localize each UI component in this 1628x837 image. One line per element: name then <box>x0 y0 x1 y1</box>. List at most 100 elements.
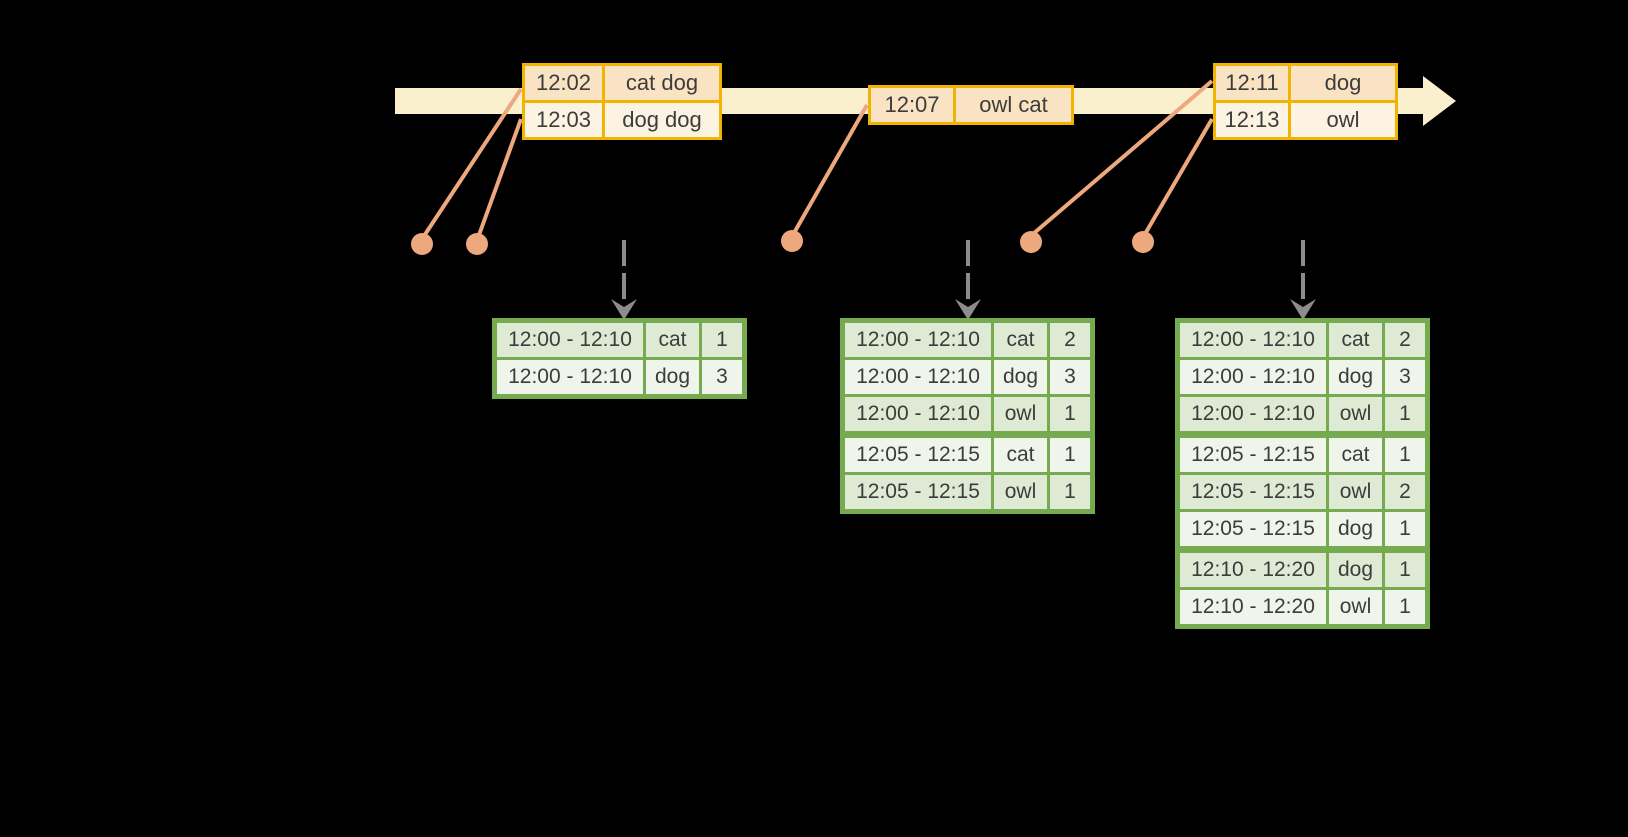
count-cell: 2 <box>1382 472 1429 512</box>
event-time-cell: 12:11 <box>1213 63 1291 103</box>
window-cell: 12:00 - 12:10 <box>1176 357 1329 397</box>
count-cell: 2 <box>1047 319 1094 360</box>
input-batch-table-3: 12:11 dog 12:13 owl <box>1213 63 1398 140</box>
result-row: 12:00 - 12:10 cat 2 <box>1176 319 1429 360</box>
count-cell: 1 <box>1382 546 1429 590</box>
window-cell: 12:05 - 12:15 <box>1176 472 1329 512</box>
event-connector-line <box>477 118 523 236</box>
event-words-cell: dog <box>1288 63 1398 103</box>
result-row: 12:00 - 12:10 owl 1 <box>1176 394 1429 436</box>
word-cell: dog <box>1326 546 1385 590</box>
result-row: 12:00 - 12:10 dog 3 <box>841 357 1094 397</box>
result-table-3: 12:00 - 12:10 cat 2 12:00 - 12:10 dog 3 … <box>1175 318 1430 629</box>
window-cell: 12:05 - 12:15 <box>841 472 994 513</box>
word-cell: owl <box>1326 587 1385 628</box>
event-dot-icon <box>411 233 433 255</box>
event-dots <box>411 230 1154 255</box>
count-cell: 3 <box>1382 357 1429 397</box>
event-row: 12:13 owl <box>1213 100 1398 140</box>
event-connector-line <box>422 87 523 238</box>
trigger-arrowhead-icon <box>1290 299 1316 320</box>
event-row: 12:02 cat dog <box>522 63 722 103</box>
count-cell: 1 <box>1047 472 1094 513</box>
timeline-arrowhead-icon <box>1423 76 1456 126</box>
word-cell: cat <box>991 431 1050 475</box>
result-row: 12:00 - 12:10 dog 3 <box>1176 357 1429 397</box>
result-row: 12:05 - 12:15 owl 1 <box>841 472 1094 513</box>
window-cell: 12:00 - 12:10 <box>493 319 646 360</box>
result-row: 12:05 - 12:15 dog 1 <box>1176 509 1429 551</box>
event-time-cell: 12:02 <box>522 63 605 103</box>
event-row: 12:07 owl cat <box>868 85 1074 125</box>
window-cell: 12:05 - 12:15 <box>1176 509 1329 551</box>
word-cell: cat <box>991 319 1050 360</box>
count-cell: 1 <box>1382 431 1429 475</box>
word-cell: dog <box>643 357 702 398</box>
word-cell: dog <box>1326 357 1385 397</box>
window-cell: 12:00 - 12:10 <box>1176 394 1329 436</box>
window-cell: 12:00 - 12:10 <box>841 357 994 397</box>
window-cell: 12:00 - 12:10 <box>841 319 994 360</box>
result-row: 12:00 - 12:10 owl 1 <box>841 394 1094 436</box>
event-connector-lines <box>422 79 1214 238</box>
window-cell: 12:00 - 12:10 <box>1176 319 1329 360</box>
event-words-cell: cat dog <box>602 63 722 103</box>
window-cell: 12:00 - 12:10 <box>493 357 646 398</box>
event-time-cell: 12:03 <box>522 100 605 140</box>
count-cell: 3 <box>699 357 746 398</box>
event-connector-line <box>1031 79 1214 236</box>
count-cell: 1 <box>1047 394 1094 436</box>
word-cell: owl <box>1326 394 1385 436</box>
count-cell: 1 <box>1382 509 1429 551</box>
event-dot-icon <box>1020 231 1042 253</box>
event-time-cell: 12:13 <box>1213 100 1291 140</box>
window-cell: 12:10 - 12:20 <box>1176 587 1329 628</box>
event-time-cell: 12:07 <box>868 85 956 125</box>
window-cell: 12:10 - 12:20 <box>1176 546 1329 590</box>
count-cell: 1 <box>699 319 746 360</box>
event-dot-icon <box>466 233 488 255</box>
event-words-cell: owl <box>1288 100 1398 140</box>
count-cell: 1 <box>1382 394 1429 436</box>
count-cell: 3 <box>1047 357 1094 397</box>
count-cell: 1 <box>1382 587 1429 628</box>
trigger-arrowhead-icon <box>955 299 981 320</box>
window-cell: 12:00 - 12:10 <box>841 394 994 436</box>
word-cell: cat <box>1326 431 1385 475</box>
event-words-cell: owl cat <box>953 85 1074 125</box>
window-cell: 12:05 - 12:15 <box>1176 431 1329 475</box>
result-row: 12:00 - 12:10 dog 3 <box>493 357 746 398</box>
trigger-arrowheads <box>611 299 1316 320</box>
window-cell: 12:05 - 12:15 <box>841 431 994 475</box>
word-cell: dog <box>991 357 1050 397</box>
word-cell: owl <box>991 394 1050 436</box>
result-row: 12:00 - 12:10 cat 1 <box>493 319 746 360</box>
result-row: 12:10 - 12:20 dog 1 <box>1176 546 1429 590</box>
result-row: 12:05 - 12:15 cat 1 <box>1176 431 1429 475</box>
word-cell: cat <box>1326 319 1385 360</box>
event-row: 12:11 dog <box>1213 63 1398 103</box>
event-connector-line <box>792 104 869 234</box>
trigger-arrowhead-icon <box>611 299 637 320</box>
trigger-arrow-lines <box>622 240 1305 302</box>
result-table-1: 12:00 - 12:10 cat 1 12:00 - 12:10 dog 3 <box>492 318 747 399</box>
result-row: 12:10 - 12:20 owl 1 <box>1176 587 1429 628</box>
input-batch-table-1: 12:02 cat dog 12:03 dog dog <box>522 63 722 140</box>
word-cell: cat <box>643 319 702 360</box>
event-dot-icon <box>1132 231 1154 253</box>
event-connector-line <box>1143 117 1214 236</box>
event-dot-icon <box>781 230 803 252</box>
input-batch-table-2: 12:07 owl cat <box>868 85 1074 125</box>
word-cell: owl <box>1326 472 1385 512</box>
result-table-2: 12:00 - 12:10 cat 2 12:00 - 12:10 dog 3 … <box>840 318 1095 514</box>
event-row: 12:03 dog dog <box>522 100 722 140</box>
count-cell: 2 <box>1382 319 1429 360</box>
result-row: 12:05 - 12:15 cat 1 <box>841 431 1094 475</box>
word-cell: dog <box>1326 509 1385 551</box>
event-words-cell: dog dog <box>602 100 722 140</box>
result-row: 12:00 - 12:10 cat 2 <box>841 319 1094 360</box>
result-row: 12:05 - 12:15 owl 2 <box>1176 472 1429 512</box>
count-cell: 1 <box>1047 431 1094 475</box>
